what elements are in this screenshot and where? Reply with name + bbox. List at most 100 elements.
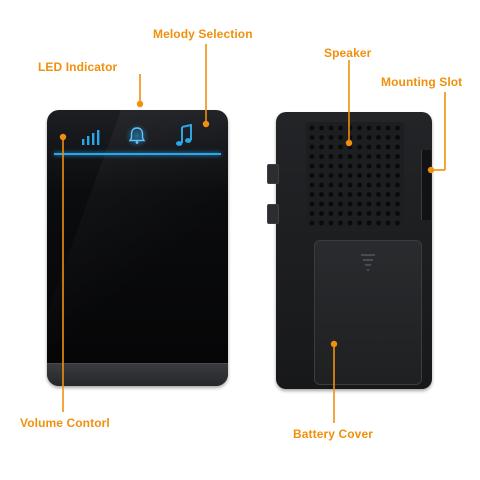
speaker-hole [309, 135, 315, 140]
speaker-hole [385, 163, 391, 169]
speaker-hole [347, 154, 353, 159]
speaker-hole [309, 211, 315, 216]
label-mounting-slot: Mounting Slot [381, 75, 463, 89]
speaker-hole [328, 154, 334, 159]
label-melody-selection: Melody Selection [153, 27, 253, 41]
speaker-hole [328, 211, 334, 216]
label-volume-control: Volume Contorl [20, 416, 110, 430]
speaker-hole [366, 144, 372, 150]
bell-icon [125, 124, 149, 148]
speaker-hole [366, 154, 372, 159]
speaker-hole [395, 201, 400, 207]
speaker-hole [309, 125, 315, 131]
speaker-hole [395, 125, 400, 131]
doorbell-receiver-front [47, 110, 228, 386]
speaker-hole [376, 144, 381, 150]
speaker-hole [347, 192, 353, 197]
speaker-hole [328, 182, 334, 188]
speaker-hole [357, 135, 362, 140]
speaker-hole [366, 135, 372, 140]
speaker-hole [357, 220, 362, 226]
speaker-hole [376, 163, 381, 169]
speaker-hole [309, 173, 315, 178]
mounting-tab-upper [267, 164, 279, 184]
speaker-hole [376, 182, 381, 188]
speaker-hole [385, 192, 391, 197]
speaker-hole [328, 163, 334, 169]
speaker-hole [338, 201, 343, 207]
speaker-hole [357, 201, 362, 207]
speaker-hole [319, 211, 324, 216]
speaker-hole [347, 182, 353, 188]
speaker-hole [309, 182, 315, 188]
speaker-hole [366, 201, 372, 207]
speaker-hole [319, 192, 324, 197]
speaker-hole [338, 125, 343, 131]
speaker-hole [357, 211, 362, 216]
speaker-hole [309, 144, 315, 150]
volume-bars-icon[interactable] [81, 128, 101, 146]
led-strip [54, 153, 221, 155]
speaker-hole [376, 201, 381, 207]
speaker-grille [306, 122, 404, 228]
speaker-hole [376, 135, 381, 140]
speaker-hole [347, 135, 353, 140]
speaker-hole [395, 173, 400, 178]
speaker-hole [395, 211, 400, 216]
speaker-hole [338, 144, 343, 150]
speaker-hole [338, 173, 343, 178]
speaker-hole [376, 173, 381, 178]
speaker-hole [385, 125, 391, 131]
speaker-hole [357, 173, 362, 178]
speaker-hole [395, 154, 400, 159]
speaker-hole [347, 201, 353, 207]
speaker-hole [366, 220, 372, 226]
speaker-hole [347, 163, 353, 169]
music-note-icon[interactable] [174, 124, 194, 148]
speaker-hole [376, 192, 381, 197]
speaker-hole [376, 154, 381, 159]
speaker-hole [366, 192, 372, 197]
speaker-hole [385, 182, 391, 188]
speaker-hole [357, 144, 362, 150]
speaker-hole [385, 135, 391, 140]
speaker-hole [376, 220, 381, 226]
speaker-hole [395, 182, 400, 188]
speaker-hole [357, 192, 362, 197]
speaker-hole [319, 144, 324, 150]
speaker-hole [357, 125, 362, 131]
label-speaker: Speaker [324, 46, 372, 60]
speaker-hole [309, 220, 315, 226]
speaker-hole [366, 125, 372, 131]
speaker-hole [385, 144, 391, 150]
speaker-hole [338, 192, 343, 197]
speaker-hole [319, 154, 324, 159]
speaker-hole [328, 192, 334, 197]
mounting-slot [421, 150, 431, 220]
label-led-indicator: LED Indicator [38, 60, 118, 74]
speaker-hole [376, 211, 381, 216]
speaker-hole [366, 211, 372, 216]
speaker-hole [395, 220, 400, 226]
speaker-hole [328, 173, 334, 178]
speaker-hole [385, 173, 391, 178]
speaker-hole [309, 192, 315, 197]
speaker-hole [328, 125, 334, 131]
front-glare [47, 110, 228, 386]
battery-cover[interactable] [314, 240, 422, 385]
speaker-hole [338, 182, 343, 188]
speaker-hole [319, 201, 324, 207]
speaker-hole [385, 154, 391, 159]
speaker-hole [366, 182, 372, 188]
speaker-hole [319, 125, 324, 131]
speaker-hole [338, 135, 343, 140]
speaker-hole [376, 125, 381, 131]
speaker-hole [395, 144, 400, 150]
mounting-tab-lower [267, 204, 279, 224]
battery-cover-latch-icon [361, 254, 375, 271]
speaker-hole [385, 201, 391, 207]
speaker-hole [338, 211, 343, 216]
speaker-hole [338, 154, 343, 159]
speaker-hole [338, 163, 343, 169]
speaker-hole [347, 211, 353, 216]
